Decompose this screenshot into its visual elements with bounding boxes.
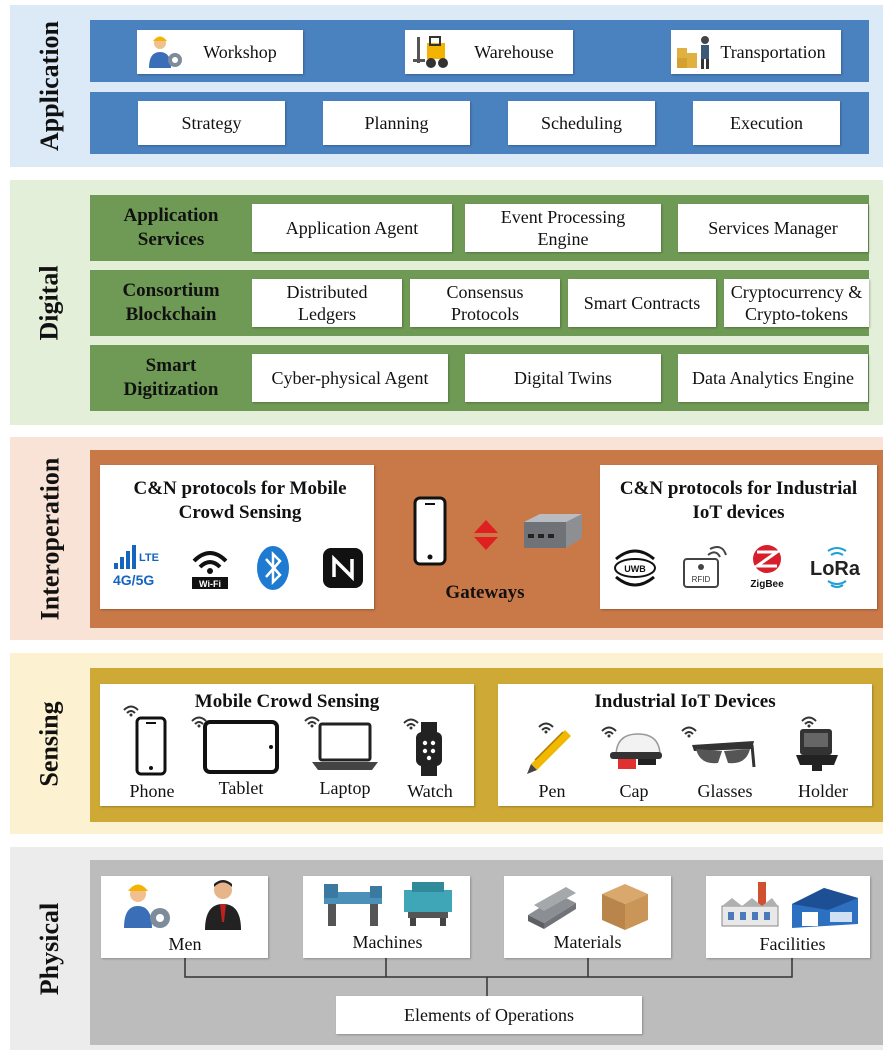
svg-text:LoRa: LoRa xyxy=(810,558,861,580)
warehouse-label: Warehouse xyxy=(474,42,554,62)
rfid-icon: RFID xyxy=(683,546,727,588)
wifi-small-icon xyxy=(681,726,697,738)
wifi-small-icon xyxy=(601,726,617,738)
materials-label: Materials xyxy=(553,932,622,952)
arrows-icon xyxy=(474,520,498,550)
consortium-blockchain-label: Consortium Blockchain xyxy=(122,280,220,325)
services-manager-box[interactable]: Services Manager xyxy=(678,204,868,252)
holder-label: Holder xyxy=(798,781,848,801)
iiot-protocols-title: C&N protocols for Industrial IoT devices xyxy=(619,478,858,523)
gateways-label: Gateways xyxy=(445,582,525,603)
strategy-box[interactable]: Strategy xyxy=(138,101,285,145)
milling-machine-icon xyxy=(404,882,452,926)
data-analytics-engine-box[interactable]: Data Analytics Engine xyxy=(678,354,868,402)
application-agent-box[interactable]: Application Agent xyxy=(252,204,452,252)
consensus-protocols-box[interactable]: Consensus Protocols xyxy=(410,279,560,327)
watch-icon xyxy=(416,722,442,776)
smart-digitization-label: Smart Digitization xyxy=(123,355,219,400)
wifi-small-icon xyxy=(538,722,554,734)
physical-layer-label: Physical xyxy=(35,902,65,995)
pen-icon xyxy=(527,730,571,774)
svg-text:4G/5G: 4G/5G xyxy=(113,572,154,588)
cardboard-box-icon xyxy=(602,884,648,930)
men-label: Men xyxy=(168,934,202,954)
smart-contracts-box[interactable]: Smart Contracts xyxy=(568,279,716,327)
gateway-box-icon xyxy=(524,514,582,548)
svg-text:UWB: UWB xyxy=(624,564,646,574)
cap-label: Cap xyxy=(619,781,649,801)
uwb-icon: UWB xyxy=(614,549,656,587)
bluetooth-icon xyxy=(257,546,289,590)
wifi-small-icon xyxy=(304,716,320,728)
transportation-label: Transportation xyxy=(720,42,826,62)
wifi-small-icon xyxy=(191,716,207,728)
worker-gear-icon xyxy=(149,36,182,68)
svg-text:LTE: LTE xyxy=(139,552,159,564)
worker-gear-icon xyxy=(124,884,170,928)
application-services-label: Application Services xyxy=(123,205,219,250)
mcs-protocols-title: C&N protocols for Mobile Crowd Sensing xyxy=(133,478,347,523)
iiot-devices-title: Industrial IoT Devices xyxy=(594,691,776,712)
tablet-icon xyxy=(203,720,279,774)
scheduling-box[interactable]: Scheduling xyxy=(508,101,655,145)
machines-label: Machines xyxy=(352,932,423,952)
smart-cap-icon xyxy=(610,733,662,769)
event-processing-engine-box[interactable]: Event Processing Engine xyxy=(465,204,661,252)
workshop-label: Workshop xyxy=(203,42,277,62)
steel-beams-icon xyxy=(528,887,576,929)
factory-icon xyxy=(721,882,779,927)
laptop-label: Laptop xyxy=(319,778,371,798)
elements-of-operations-box[interactable]: Elements of Operations xyxy=(336,996,642,1034)
iiot-protocols-box: C&N protocols for Industrial IoT devices… xyxy=(600,465,877,609)
watch-label: Watch xyxy=(407,781,453,801)
businessman-icon xyxy=(205,880,241,930)
mcs-devices-title: Mobile Crowd Sensing xyxy=(194,691,380,712)
transportation-box[interactable]: Transportation xyxy=(671,30,841,74)
smart-glasses-icon xyxy=(692,741,756,768)
digital-layer-label: Digital xyxy=(34,264,64,341)
nfc-icon xyxy=(323,548,363,588)
svg-text:ZigBee: ZigBee xyxy=(750,579,784,590)
zigbee-icon: ZigBee xyxy=(750,545,784,590)
worker-boxes-icon xyxy=(677,36,709,69)
digital-twins-box[interactable]: Digital Twins xyxy=(465,354,661,402)
warehouse-box[interactable]: Warehouse xyxy=(405,30,573,74)
gateway-phone-icon xyxy=(413,496,447,566)
tablet-label: Tablet xyxy=(218,778,264,798)
phone-icon xyxy=(135,716,167,776)
warehouse-building-icon xyxy=(792,888,858,928)
sensing-layer-label: Sensing xyxy=(35,700,65,787)
mcs-protocols-box: C&N protocols for Mobile Crowd Sensing L… xyxy=(100,465,374,609)
interoperation-layer-label: Interoperation xyxy=(35,457,65,620)
holder-icon xyxy=(796,729,838,771)
application-layer-label: Application xyxy=(35,20,64,152)
wifi-small-icon xyxy=(123,705,139,717)
wifi-small-icon xyxy=(403,718,419,730)
wifi-icon: Wi-Fi xyxy=(192,551,228,589)
svg-text:Wi-Fi: Wi-Fi xyxy=(199,579,221,589)
glasses-label: Glasses xyxy=(697,781,753,801)
planning-box[interactable]: Planning xyxy=(323,101,470,145)
lathe-icon xyxy=(324,884,382,926)
distributed-ledgers-box[interactable]: Distributed Ledgers xyxy=(252,279,402,327)
lte-signal-icon: LTE 4G/5G xyxy=(113,545,159,588)
forklift-icon xyxy=(413,36,448,68)
cryptocurrency-box[interactable]: Cryptocurrency & Crypto-tokens xyxy=(724,279,869,327)
svg-text:RFID: RFID xyxy=(692,575,711,584)
cyber-physical-agent-box[interactable]: Cyber-physical Agent xyxy=(252,354,448,402)
pen-label: Pen xyxy=(538,781,566,801)
lora-icon: LoRa xyxy=(810,547,861,588)
phone-label: Phone xyxy=(129,781,175,801)
laptop-icon xyxy=(312,722,378,770)
wifi-small-icon xyxy=(801,716,817,728)
workshop-box[interactable]: Workshop xyxy=(137,30,303,74)
facilities-label: Facilities xyxy=(759,934,826,954)
execution-box[interactable]: Execution xyxy=(693,101,840,145)
